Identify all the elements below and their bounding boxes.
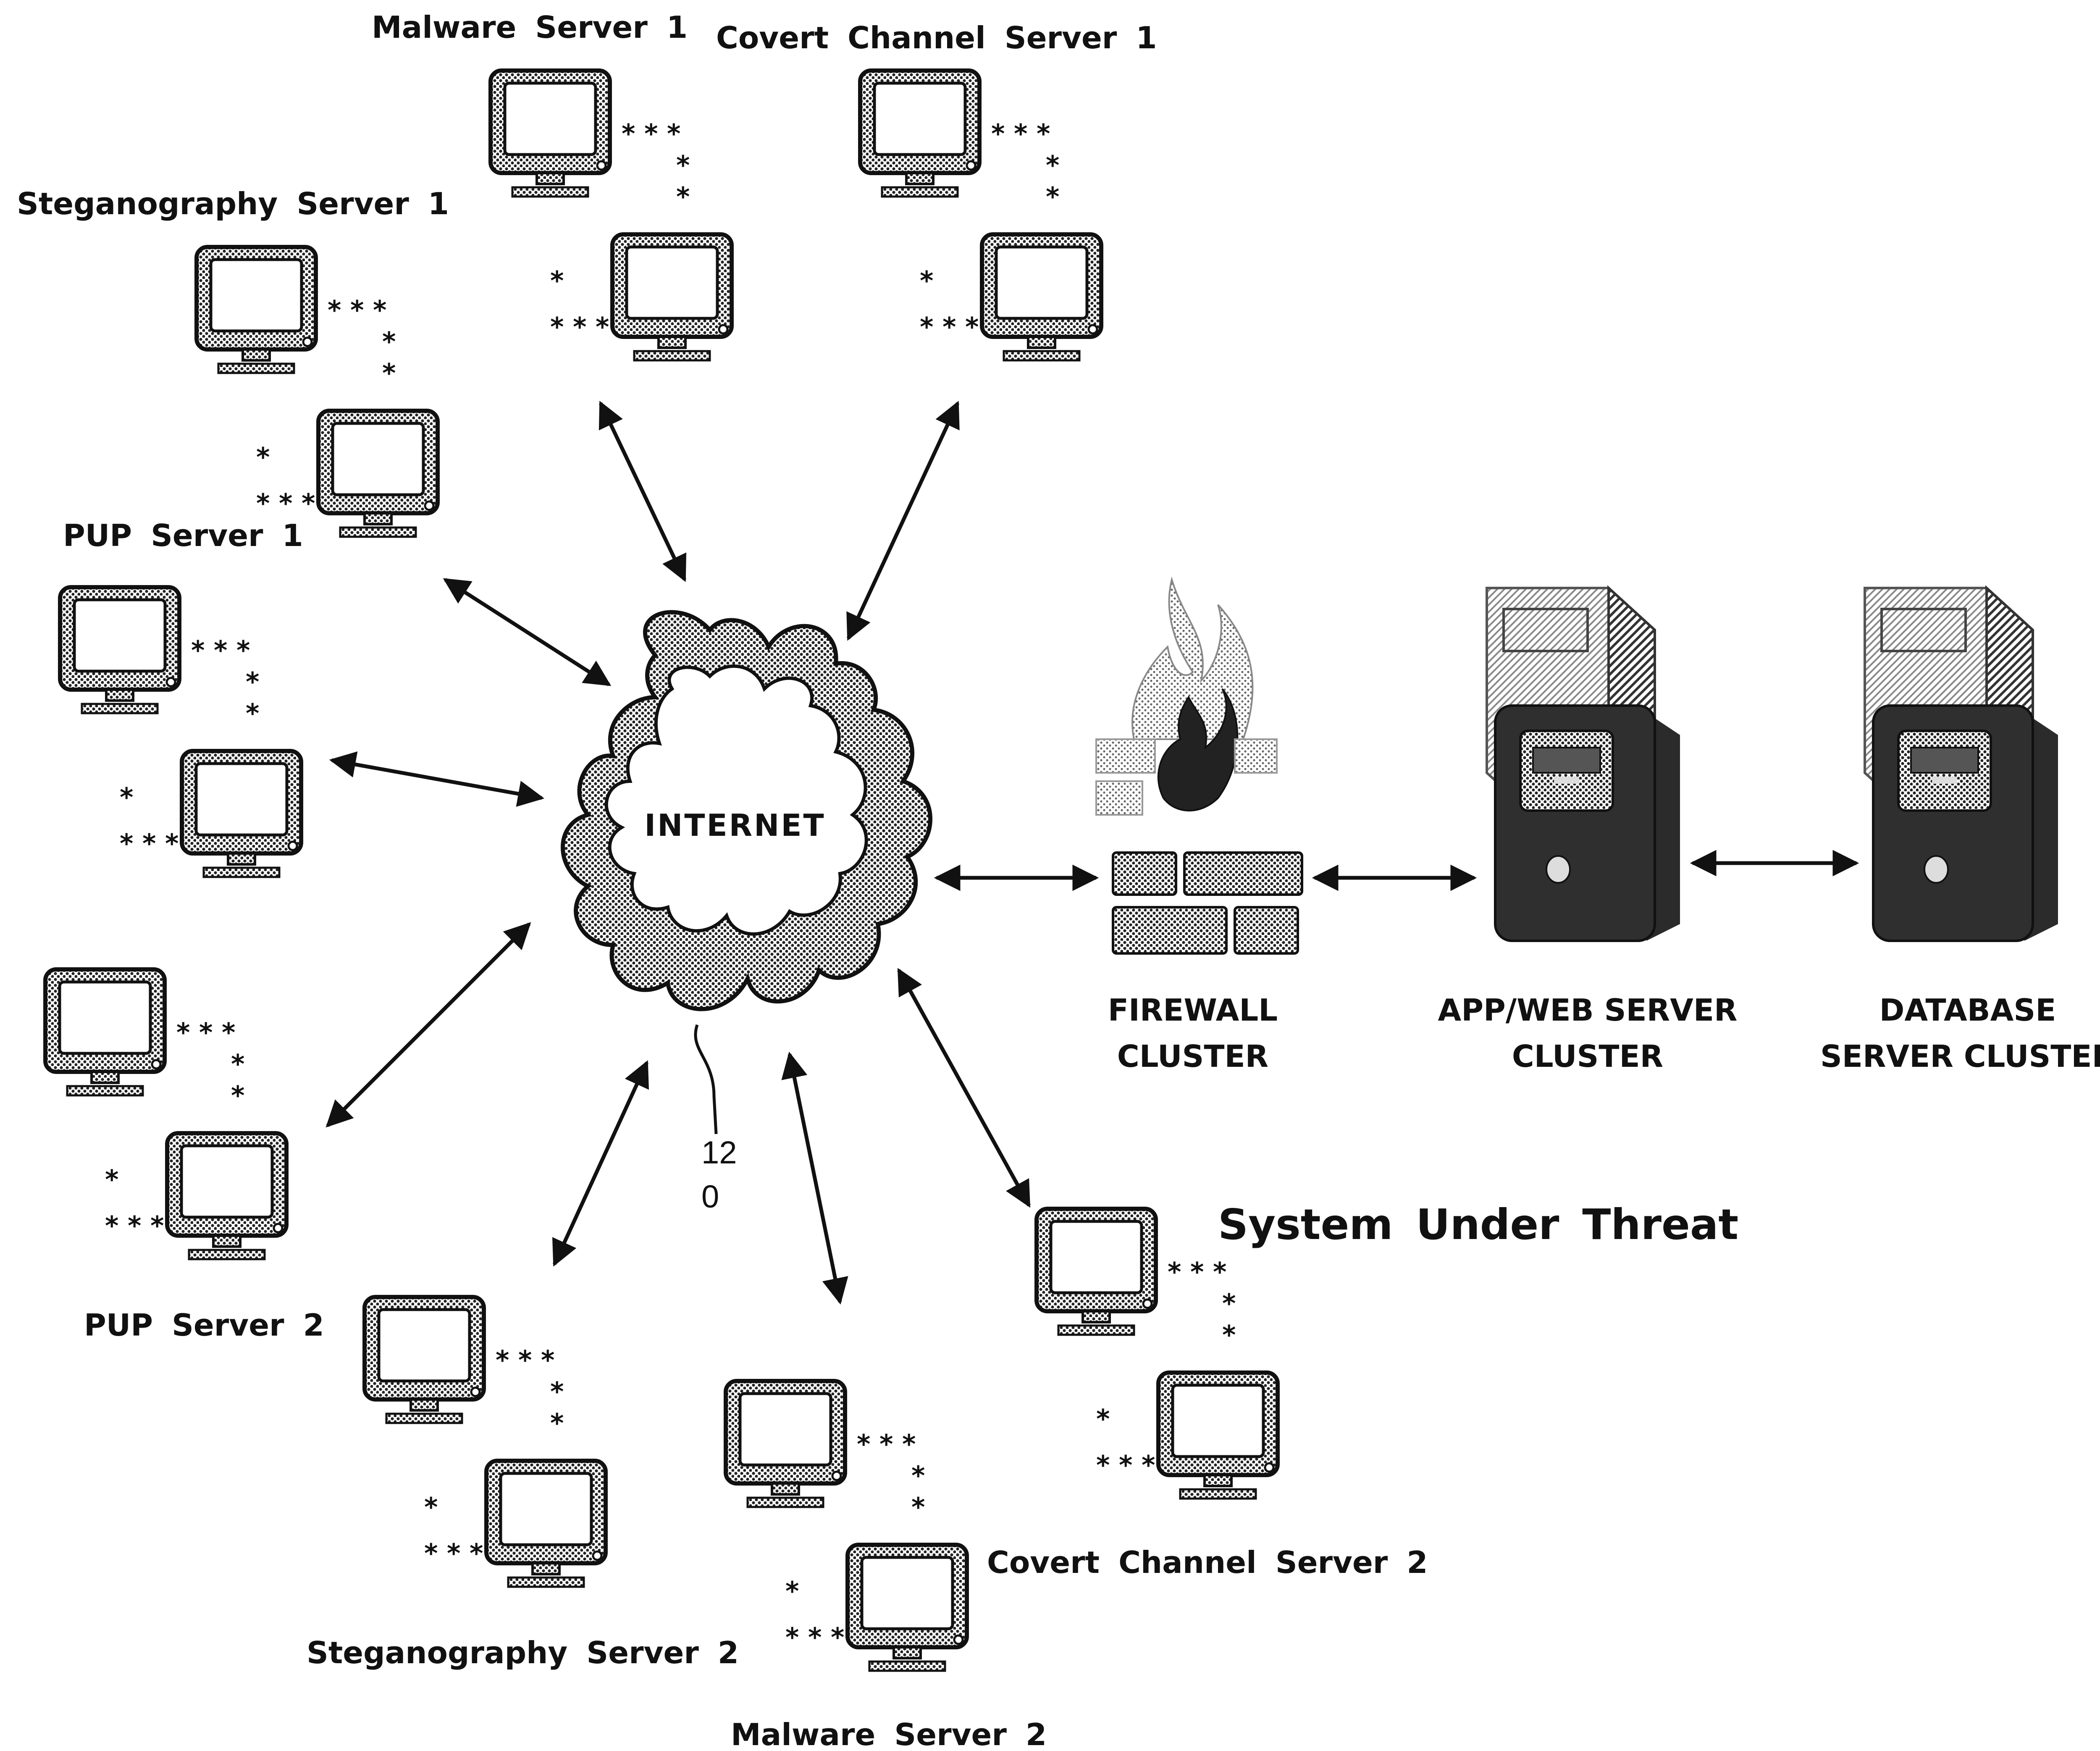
arrow-steganography-server-2 <box>552 1060 649 1267</box>
steganography-server-2-computers <box>365 1297 606 1587</box>
cable-label-line1: 12 <box>701 1135 737 1171</box>
app-web-server-icon <box>1487 588 1680 941</box>
database-label-line1: DATABASE <box>1880 992 2056 1028</box>
arrow-covert-channel-server-1 <box>846 401 960 641</box>
label-pup-server-1: PUP Server 1 <box>63 518 303 553</box>
malware-server-2-computers <box>726 1381 967 1671</box>
malware-server-1-computers <box>491 71 732 360</box>
database-label-line2: SERVER CLUSTER <box>1820 1039 2100 1074</box>
cable <box>694 1024 718 1134</box>
label-pup-server-2: PUP Server 2 <box>84 1307 324 1343</box>
steganography-server-1-computers <box>197 247 438 537</box>
server-labels: Malware Server 1 Covert Channel Server 1… <box>17 10 1738 1751</box>
firewall-cluster: FIREWALL CLUSTER <box>1095 576 1303 1074</box>
system-under-threat-computers <box>1037 1209 1278 1499</box>
database-server-cluster: DATABASE SERVER CLUSTER <box>1820 588 2100 1074</box>
arrow-pup-server-2 <box>326 922 531 1128</box>
cable-label-line2: 0 <box>701 1179 719 1215</box>
label-steganography-server-1: Steganography Server 1 <box>17 186 449 221</box>
internet-cloud: INTERNET 12 0 <box>561 610 932 1215</box>
label-malware-server-1: Malware Server 1 <box>372 10 688 45</box>
database-server-icon <box>1865 588 2058 941</box>
app-web-label-line2: CLUSTER <box>1512 1039 1663 1074</box>
label-covert-channel-server-1: Covert Channel Server 1 <box>716 20 1157 55</box>
arrow-system-under-threat <box>897 968 1031 1208</box>
firewall-label-line1: FIREWALL <box>1108 992 1278 1028</box>
pup-server-1-computers <box>60 587 301 877</box>
app-web-label-line1: APP/WEB SERVER <box>1438 992 1738 1028</box>
arrow-pup-server-1 <box>443 578 612 686</box>
label-system-under-threat: System Under Threat <box>1218 1200 1738 1249</box>
connection-arrows <box>326 401 1859 1305</box>
cloud-inner <box>604 664 868 936</box>
arrow-pup-server-1b <box>329 751 545 807</box>
arrow-malware-server-2 <box>781 1051 848 1305</box>
internet-label: INTERNET <box>644 808 825 843</box>
arrow-malware-server-1 <box>598 401 687 582</box>
firewall-label-line2: CLUSTER <box>1117 1039 1268 1074</box>
pup-server-2-computers <box>45 969 286 1259</box>
app-web-server-cluster: APP/WEB SERVER CLUSTER <box>1438 588 1738 1074</box>
firewall-icon <box>1095 576 1303 955</box>
label-covert-channel-server-2: Covert Channel Server 2 <box>987 1545 1428 1580</box>
label-malware-server-2: Malware Server 2 <box>731 1717 1047 1751</box>
label-steganography-server-2: Steganography Server 2 <box>307 1635 739 1670</box>
covert-channel-server-1-computers <box>860 71 1101 360</box>
